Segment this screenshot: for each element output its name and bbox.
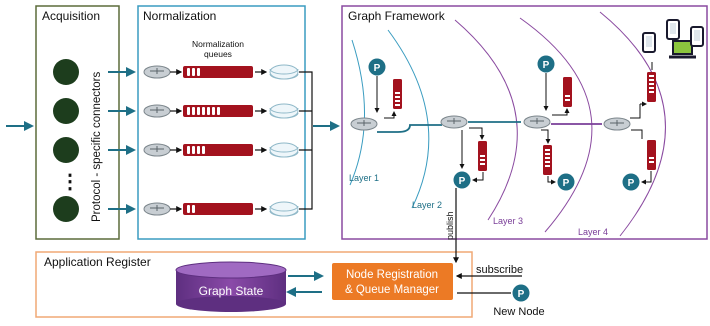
- stack-icon: [269, 64, 299, 80]
- phone-icon: [666, 19, 680, 40]
- vertical-queue-icon: [393, 79, 402, 109]
- svg-text:P: P: [374, 63, 381, 74]
- stack-icon: [269, 201, 299, 217]
- laptop-icon: [669, 40, 696, 59]
- router-icon: [523, 115, 551, 129]
- normalization-panel: [137, 5, 306, 240]
- router-icon: [603, 117, 631, 131]
- new-node-publisher: P: [512, 284, 530, 302]
- normalization-row: [143, 142, 299, 158]
- publisher-node: P: [453, 171, 471, 189]
- new-node-label: New Node: [493, 306, 544, 318]
- graph-edge-1-2: [377, 124, 442, 133]
- publisher-node: P: [537, 55, 555, 73]
- graph-framework-title: Graph Framework: [348, 9, 446, 23]
- normalization-row: [143, 103, 299, 119]
- publisher-node: P: [368, 58, 386, 76]
- publishers: P P P P P: [368, 55, 640, 191]
- router-icon: [440, 115, 468, 129]
- normalization-row: [143, 64, 299, 80]
- layer-label-2: Layer 2: [412, 200, 442, 210]
- connector-node: [53, 98, 79, 124]
- svg-text:P: P: [518, 289, 525, 300]
- acquisition-panel: [35, 5, 120, 240]
- stack-icon: [269, 142, 299, 158]
- client-devices: [642, 19, 704, 59]
- graph-routers: [350, 115, 631, 131]
- layer-arc-3: [454, 19, 518, 221]
- vertical-queue-icon: [543, 145, 552, 175]
- normalization-queues-label-line2: queues: [204, 49, 232, 59]
- graph-state-label: Graph State: [199, 284, 264, 298]
- publish-label: publish: [445, 211, 455, 240]
- connector-node: [53, 196, 79, 222]
- phone-icon: [642, 32, 656, 53]
- vertical-queue-icon: [478, 141, 487, 171]
- svg-text:P: P: [628, 178, 635, 189]
- queue-manager-box: [332, 263, 453, 300]
- normalization-row: [143, 201, 299, 217]
- queue-icon: [183, 203, 253, 215]
- layer-arc-5: [599, 11, 666, 237]
- application-register-title: Application Register: [44, 255, 151, 269]
- phone-icon: [690, 26, 704, 47]
- graph-queues: [393, 72, 656, 175]
- layer-label-3: Layer 3: [493, 216, 523, 226]
- normalization-to-graph-connector: [299, 71, 313, 210]
- queue-manager-label-line1: Node Registration: [346, 269, 438, 281]
- queue-icon: [183, 144, 253, 156]
- acquisition-title: Acquisition: [42, 9, 100, 23]
- queue-manager-label-line2: & Queue Manager: [345, 284, 439, 296]
- layer-arcs: [349, 11, 666, 237]
- normalization-queues-label-line1: Normalization: [192, 39, 244, 49]
- vertical-queue-icon: [647, 72, 656, 102]
- connector-ellipsis: ⋮: [60, 171, 80, 193]
- register-arrows: [286, 271, 324, 297]
- graph-state-database: [175, 261, 287, 312]
- acquisition-to-normalization-arrows: [108, 67, 136, 214]
- vertical-queue-icon: [647, 140, 656, 170]
- connector-node: [53, 59, 79, 85]
- vertical-queue-icon: [563, 77, 572, 107]
- svg-text:P: P: [543, 60, 550, 71]
- graph-link-arrows: [374, 62, 653, 185]
- layer-arc-1: [349, 39, 365, 186]
- layer-label-1: Layer 1: [349, 173, 379, 183]
- connectors-label: Protocol - specific connectors: [91, 72, 103, 222]
- layer-arc-2: [387, 29, 430, 209]
- router-icon: [350, 117, 378, 131]
- subscribe-label: subscribe: [476, 264, 523, 276]
- publisher-node: P: [557, 173, 575, 191]
- normalization-title: Normalization: [143, 9, 216, 23]
- queue-icon: [183, 66, 253, 78]
- layer-label-4: Layer 4: [578, 227, 608, 237]
- normalization-rows: [143, 64, 299, 217]
- connectors: [53, 59, 79, 222]
- layer-arc-4: [519, 17, 593, 233]
- publisher-node: P: [622, 173, 640, 191]
- stack-icon: [269, 103, 299, 119]
- connector-node: [53, 137, 79, 163]
- svg-text:P: P: [459, 176, 466, 187]
- svg-text:P: P: [563, 178, 570, 189]
